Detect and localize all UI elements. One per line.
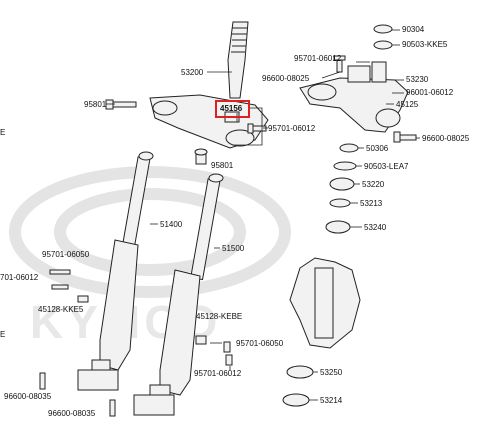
bolt-96600-08035-a: [39, 372, 46, 390]
nut-90503-kke5: [373, 40, 393, 50]
bolt-95701-06012-top: [247, 123, 267, 134]
frame-head-pipe: [289, 257, 361, 349]
bolt-96600-08035-b: [109, 399, 116, 417]
label-90304: 90304: [402, 25, 425, 34]
label-96600-08025-top: 96600-08025: [262, 74, 310, 83]
kymco-wing-logo: [9, 166, 291, 298]
bracket-45128-kebe: [195, 335, 207, 345]
bolt-95801-mid: [194, 148, 208, 165]
label-45156[interactable]: 45156: [220, 104, 243, 113]
label-53220: 53220: [362, 180, 385, 189]
bolt-96600-08025-top: [333, 55, 346, 73]
label-45125: 45125: [396, 100, 419, 109]
label-53200: 53200: [181, 68, 204, 77]
leader-lines: [106, 29, 420, 401]
nut-50306: [339, 143, 359, 153]
label-96600-08035-a: 96600-08035: [4, 392, 52, 401]
label-96600-08035-b: 96600-08035: [48, 409, 96, 418]
label-95801-top: 95801: [84, 100, 107, 109]
label-45128-kke5: 45128-KKE5: [38, 305, 84, 314]
label-45128-kebe: 45128-KEBE: [196, 312, 243, 321]
bolt-96600-08025-right: [393, 131, 417, 143]
label-95801-mid: 95801: [211, 161, 234, 170]
top-bridge-45125: [299, 61, 409, 133]
label-95701-06050-left: 95701-06050: [42, 250, 90, 259]
ring-53213: [329, 198, 351, 208]
label-51400: 51400: [160, 220, 183, 229]
edge-fragment-e-bottom: E: [0, 330, 6, 339]
seal-53214: [282, 393, 310, 407]
washer-90304: [373, 24, 393, 34]
label-96600-08025-right: 96600-08025: [422, 134, 470, 143]
nut-53220: [329, 177, 355, 191]
fork-leg-51500: [133, 173, 224, 416]
label-53213: 53213: [360, 199, 383, 208]
label-53230: 53230: [406, 75, 429, 84]
bolt-95701-06050-left: [49, 269, 71, 275]
bolt-95701-06050-mid: [223, 341, 231, 353]
label-96001-06012: 96001-06012: [406, 88, 454, 97]
label-701-06012: 701-06012: [0, 273, 39, 282]
bolt-95801-top: [105, 99, 137, 110]
fork-leg-51400: [77, 151, 154, 391]
label-95701-06012-mid: 95701-06012: [268, 124, 316, 133]
label-50306: 50306: [366, 144, 389, 153]
bolt-95701-06012-bot: [225, 354, 233, 366]
bearing-53240: [325, 220, 351, 234]
label-95701-06050-mid: 95701-06050: [236, 339, 284, 348]
label-53240: 53240: [364, 223, 387, 232]
label-53250: 53250: [320, 368, 343, 377]
washer-90503-lea7: [333, 161, 357, 171]
bolt-95701-06012-left: [51, 284, 69, 290]
highlight-box-45156: [215, 100, 250, 118]
label-90503-lea7: 90503-LEA7: [364, 162, 409, 171]
label-53214: 53214: [320, 396, 343, 405]
bearing-53250: [286, 365, 314, 379]
edge-fragment-e-top: E: [0, 128, 6, 137]
label-51500: 51500: [222, 244, 245, 253]
label-95701-06012-top: 95701-06012: [294, 54, 342, 63]
label-95701-06012-bot: 95701-06012: [194, 369, 242, 378]
bracket-45128-kke5: [77, 295, 89, 303]
label-90503-kke5: 90503-KKE5: [402, 40, 448, 49]
